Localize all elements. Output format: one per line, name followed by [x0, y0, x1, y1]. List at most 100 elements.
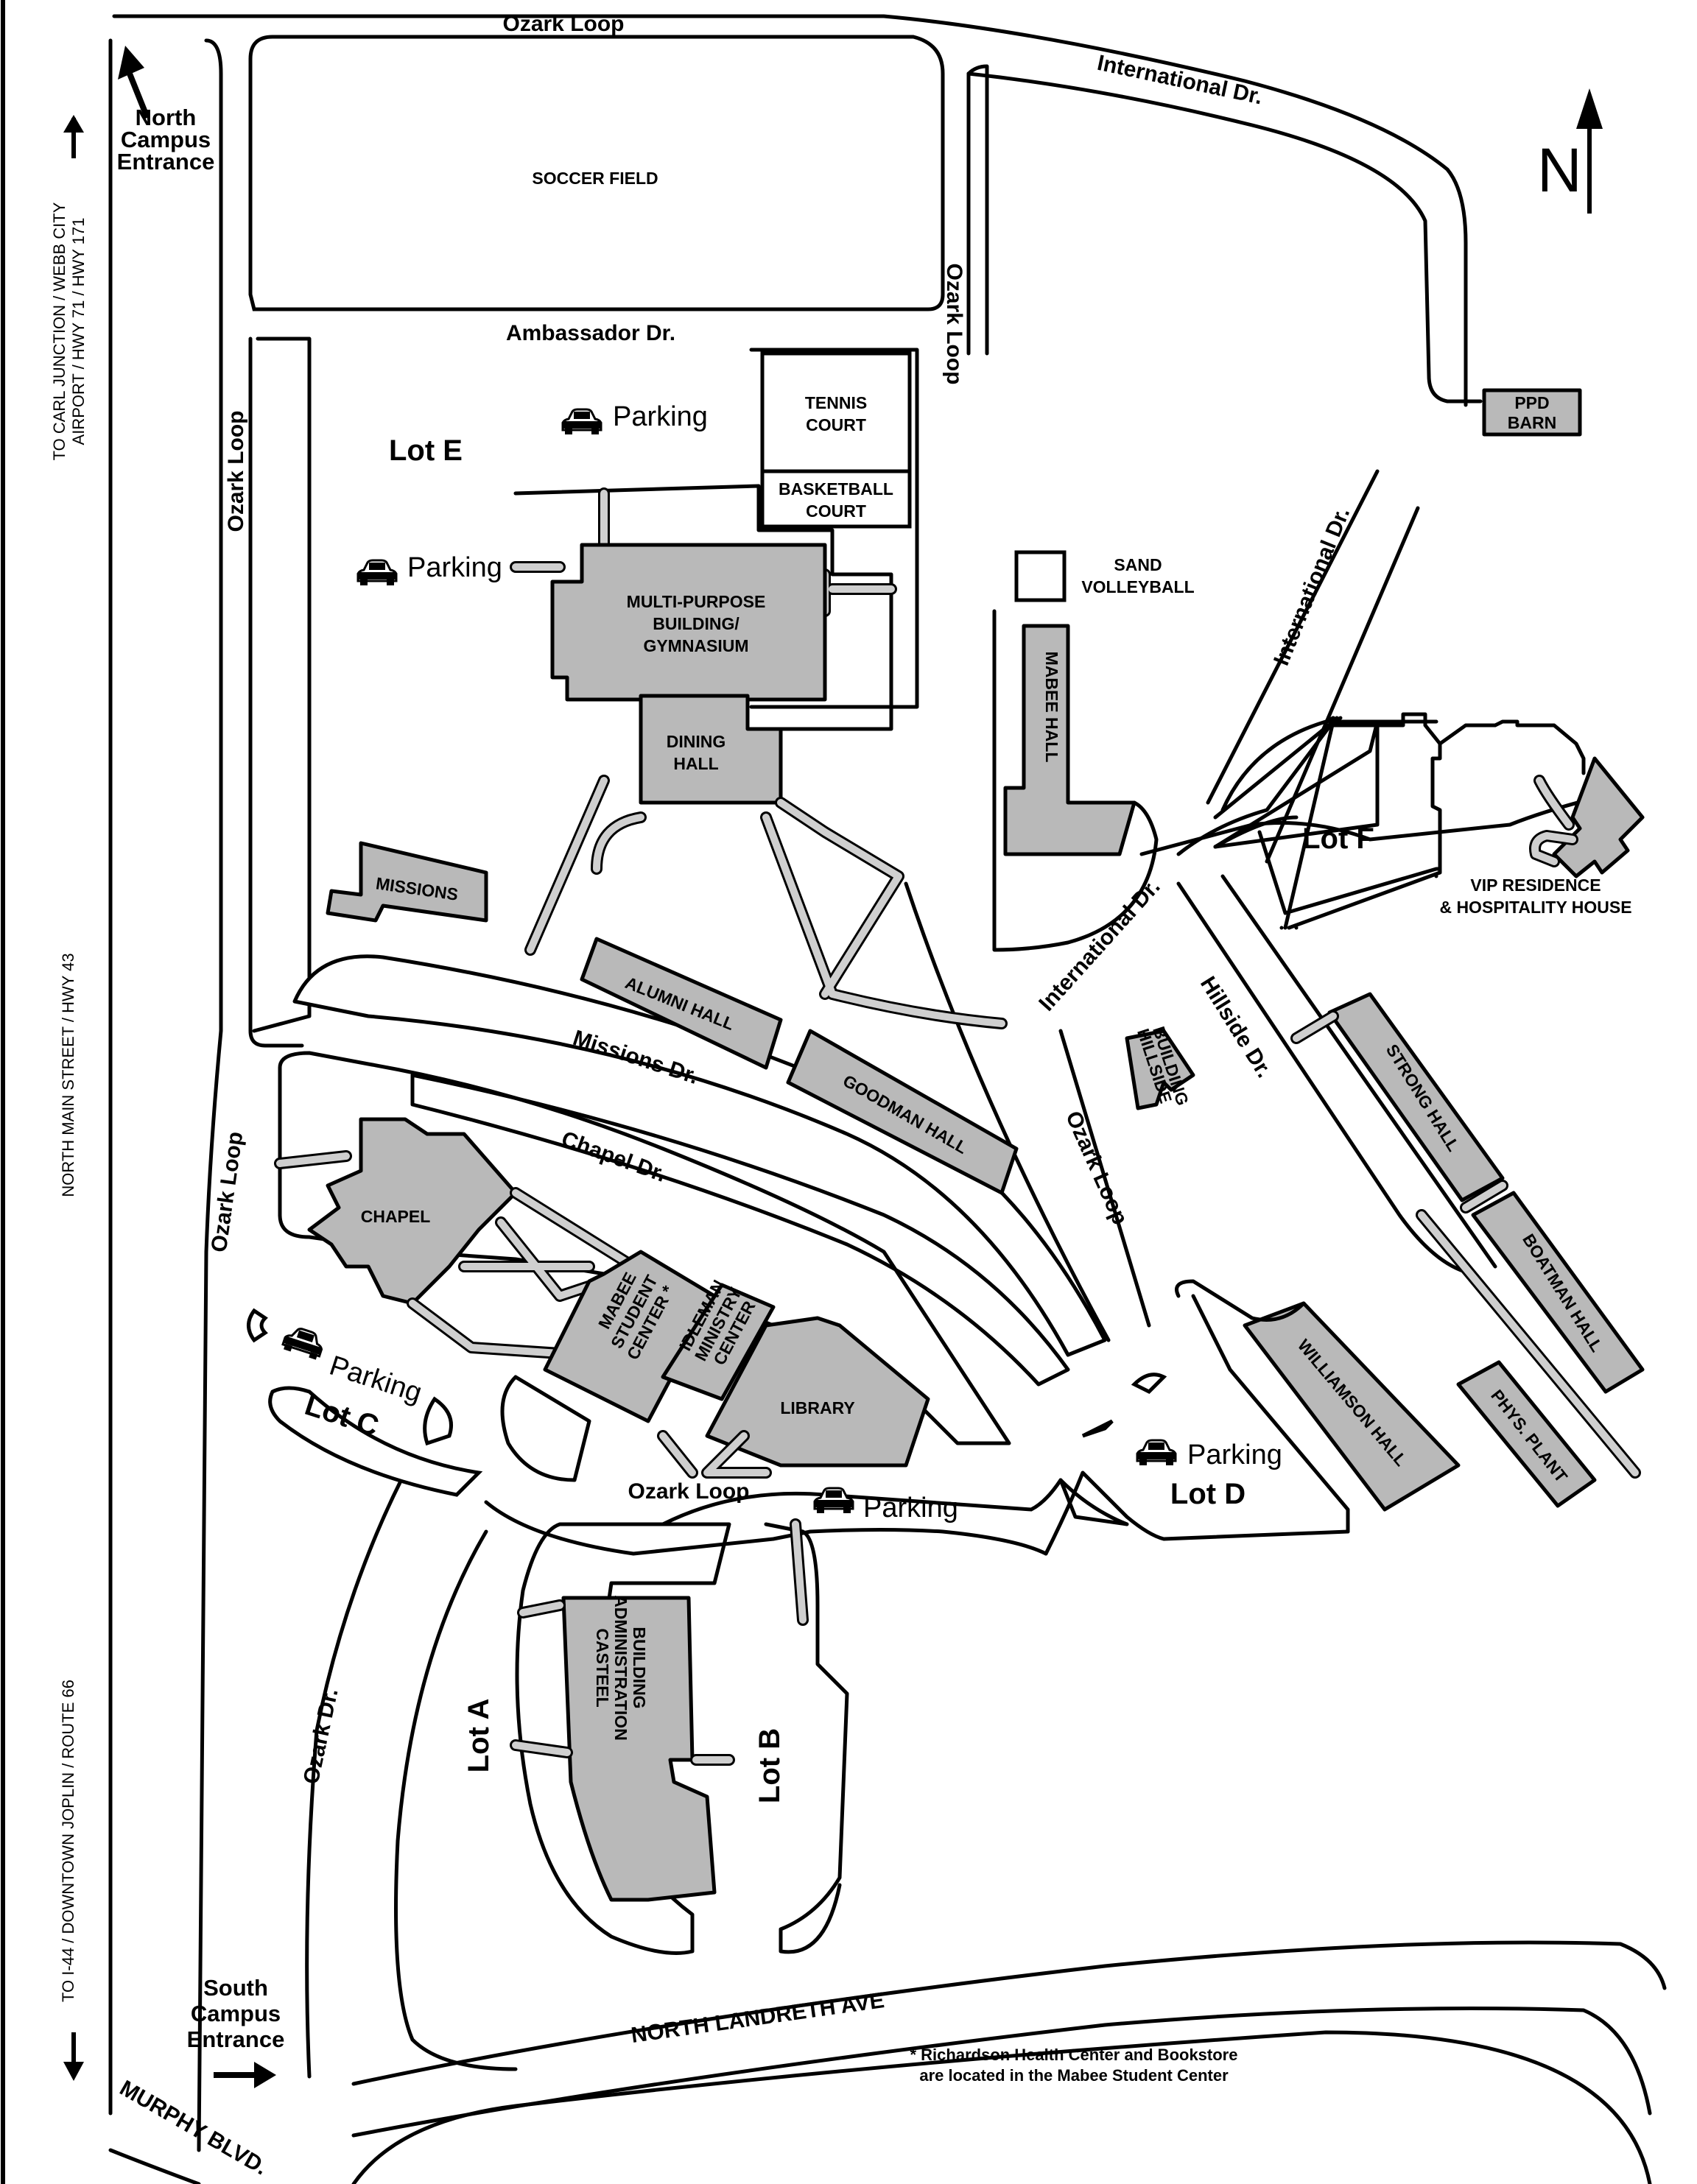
- svg-text:Parking: Parking: [613, 401, 708, 432]
- lot-c-island-3: [423, 1396, 453, 1446]
- vip-residence-label-2: & HOSPITALITY HOUSE: [1439, 898, 1631, 917]
- missions-building: [326, 841, 488, 923]
- international-dr-outer: [966, 71, 1483, 404]
- casteel-label-2: ADMINISTRATION: [611, 1595, 630, 1741]
- ozark-loop-lower-east: [1044, 1470, 1350, 1556]
- gym-plaza-outline: [513, 484, 893, 731]
- sand-volleyball-court: [1014, 550, 1067, 602]
- strong-hall: [1327, 992, 1505, 1202]
- chapel-dr: [410, 1073, 1070, 1387]
- hillside-dr-b: [1220, 874, 1497, 1269]
- ppd-barn: [1482, 388, 1582, 437]
- chapel: [307, 1117, 518, 1306]
- mabee-hall-label: MABEE HALL: [1042, 652, 1061, 763]
- road-label-ozark-loop-east: Ozark Loop: [942, 263, 966, 384]
- parking-marker-lot-e-top[interactable]: Parking: [561, 401, 708, 436]
- road-label-north-landreth: NORTH LANDRETH AVE: [630, 1988, 886, 2048]
- main-street-label: NORTH MAIN STREET / HWY 43: [59, 953, 77, 1197]
- court-walk-outline: [749, 348, 919, 709]
- gym-label-1: MULTI-PURPOSE: [627, 592, 766, 611]
- svg-text:Entrance: Entrance: [187, 2026, 285, 2052]
- north-landreth-north: [351, 1940, 1667, 2086]
- road-label-ozark-loop-top: Ozark Loop: [502, 12, 624, 36]
- lot-d-island-2: [1081, 1419, 1114, 1438]
- svg-text:Campus: Campus: [121, 127, 211, 152]
- library: [705, 1316, 930, 1468]
- casteel-loop-east: [764, 1522, 849, 1954]
- svg-text:TO I-44 / DOWNTOWN JOPLIN / RO: TO I-44 / DOWNTOWN JOPLIN / ROUTE 66: [59, 1680, 77, 2002]
- lot-d-island-1: [1131, 1373, 1167, 1395]
- svg-text:Parking: Parking: [1187, 1440, 1282, 1470]
- lot-f-boundary: [1213, 716, 1335, 820]
- svg-text:TO CARL JUNCTION / WEBB CITY: TO CARL JUNCTION / WEBB CITY: [50, 202, 68, 460]
- ozark-loop-top-edge: [112, 14, 1468, 407]
- casteel-administration-building: [561, 1596, 717, 1902]
- lot-b-label: Lot B: [753, 1728, 786, 1803]
- soccer-field-label: SOCCER FIELD: [532, 169, 658, 188]
- goodman-hall: [786, 1029, 1019, 1195]
- lot-a-label: Lot A: [463, 1699, 495, 1773]
- library-label: LIBRARY: [780, 1398, 854, 1417]
- south-campus-entrance[interactable]: South Campus Entrance: [187, 1975, 285, 2088]
- lot-d-curb: [1058, 1478, 1129, 1526]
- lot-f-label: Lot F: [1302, 822, 1374, 855]
- lot-d-outline: [1175, 1279, 1350, 1534]
- parking-marker-lot-d[interactable]: Parking: [1136, 1439, 1282, 1470]
- svg-text:Parking: Parking: [407, 552, 502, 583]
- ppd-barn-label-2: BARN: [1508, 413, 1556, 432]
- soccer-field: [248, 35, 945, 311]
- road-label-ozark-loop-diag: Ozark Loop: [1061, 1107, 1132, 1228]
- ozark-loop-diagonal-b: [1058, 1029, 1151, 1328]
- svg-text:AIRPORT / HWY 71 / HWY 171: AIRPORT / HWY 71 / HWY 171: [69, 218, 88, 445]
- quad-walkways: [524, 775, 1008, 1029]
- north-route-label: TO CARL JUNCTION / WEBB CITY AIRPORT / H…: [50, 115, 88, 460]
- phys-plant: [1456, 1360, 1597, 1508]
- international-dr-lower: [1139, 793, 1608, 856]
- tennis-court: [760, 351, 912, 473]
- footnote-line-1: * Richardson Health Center and Bookstore: [910, 2046, 1238, 2064]
- north-main-street-edge-east: [197, 38, 223, 2152]
- basketball-court-label: BASKETBALL: [779, 479, 893, 499]
- road-label-hillside: Hillside Dr.: [1195, 972, 1276, 1082]
- south-route-label: TO I-44 / DOWNTOWN JOPLIN / ROUTE 66: [59, 1680, 84, 2081]
- casteel-label-3: BUILDING: [630, 1627, 649, 1708]
- ozark-dr-east: [394, 1529, 518, 2071]
- vip-grounds: [1287, 712, 1586, 930]
- svg-text:North: North: [136, 105, 197, 130]
- ozark-loop-diagonal-a: [904, 881, 1111, 1342]
- library-south-lawn: [500, 1375, 591, 1482]
- svg-text:Campus: Campus: [191, 2001, 281, 2026]
- basketball-court: [760, 469, 912, 529]
- vip-residence-label-1: VIP RESIDENCE: [1470, 876, 1601, 895]
- international-dr-b: [1265, 506, 1420, 864]
- idleman-ministry-center: [661, 1283, 776, 1401]
- north-campus-entrance[interactable]: North Campus Entrance: [117, 46, 215, 175]
- alumni-hall: [580, 937, 783, 1070]
- road-label-ozark-loop-west: Ozark Loop: [224, 410, 248, 532]
- svg-text:South: South: [203, 1975, 268, 2001]
- road-label-ambassador: Ambassador Dr.: [506, 321, 675, 345]
- lot-c-island-1: [247, 1308, 268, 1343]
- williamson-hall: [1243, 1301, 1461, 1512]
- sand-volleyball-label-2: VOLLEYBALL: [1081, 577, 1194, 596]
- north-arrow: N: [1537, 88, 1603, 214]
- dining-hall-label-1: DINING: [667, 732, 726, 751]
- parking-marker-lot-e-left[interactable]: Parking: [356, 552, 502, 587]
- dining-hall: [639, 694, 783, 805]
- boatman-hall: [1471, 1191, 1645, 1394]
- gym-label-2: BUILDING/: [653, 614, 739, 633]
- ozark-loop-lower-north: [661, 1478, 1063, 1526]
- international-dr-a: [1206, 469, 1380, 805]
- road-label-murphy-blvd: MURPHY BLVD.: [116, 2076, 272, 2180]
- parking-marker-lower-loop[interactable]: Parking: [813, 1487, 958, 1523]
- mabee-student-center: [543, 1250, 717, 1423]
- compass-label: N: [1537, 135, 1582, 205]
- ozark-dr-west: [305, 1456, 415, 2079]
- vip-residence: [1552, 756, 1645, 878]
- dining-hall-label-2: HALL: [673, 754, 718, 773]
- south-loop-curve: [351, 2030, 1652, 2184]
- lot-c-island-2: [268, 1386, 483, 1497]
- mabee-hall-path: [992, 609, 1159, 952]
- tennis-court-label: TENNIS: [805, 393, 867, 412]
